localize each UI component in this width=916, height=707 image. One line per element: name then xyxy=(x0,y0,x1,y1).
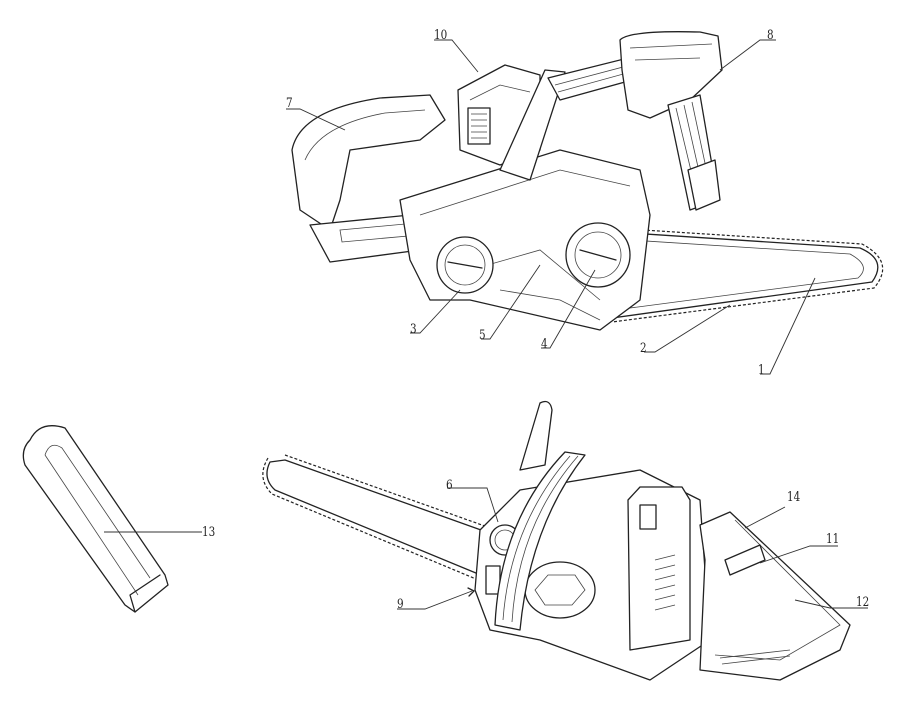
trigger-switch xyxy=(724,544,766,576)
bottom-chainsaw-view xyxy=(262,400,851,681)
chain-guard xyxy=(22,425,169,613)
saw-chain-2 xyxy=(262,454,497,585)
callout-10: 10 xyxy=(434,28,448,43)
chain-brake-lever xyxy=(519,400,553,471)
leader-lines xyxy=(104,39,868,610)
front-hand-guard xyxy=(619,31,723,119)
callout-11: 11 xyxy=(826,532,840,547)
callout-13: 13 xyxy=(202,525,216,540)
callout-14: 14 xyxy=(787,490,801,505)
front-handle-support xyxy=(499,69,566,181)
callout-4: 4 xyxy=(541,337,548,352)
callout-7: 7 xyxy=(286,96,293,111)
callout-8: 8 xyxy=(767,28,774,43)
callout-6: 6 xyxy=(446,478,453,493)
callout-5: 5 xyxy=(479,328,486,343)
front-handle-bar xyxy=(494,451,586,631)
battery-pack-2 xyxy=(627,486,691,651)
callout-2: 2 xyxy=(640,341,647,356)
guide-bar xyxy=(611,231,879,319)
callout-3: 3 xyxy=(410,322,417,337)
callout-9: 9 xyxy=(397,597,404,612)
guide-bar-2 xyxy=(266,459,496,579)
rear-handle xyxy=(291,94,446,231)
top-chainsaw-view xyxy=(291,31,884,331)
chain-guard-view xyxy=(22,425,169,613)
callout-12: 12 xyxy=(856,595,870,610)
battery-indicator-2 xyxy=(639,504,657,530)
callout-1: 1 xyxy=(758,363,765,378)
saw-chain xyxy=(611,227,884,323)
